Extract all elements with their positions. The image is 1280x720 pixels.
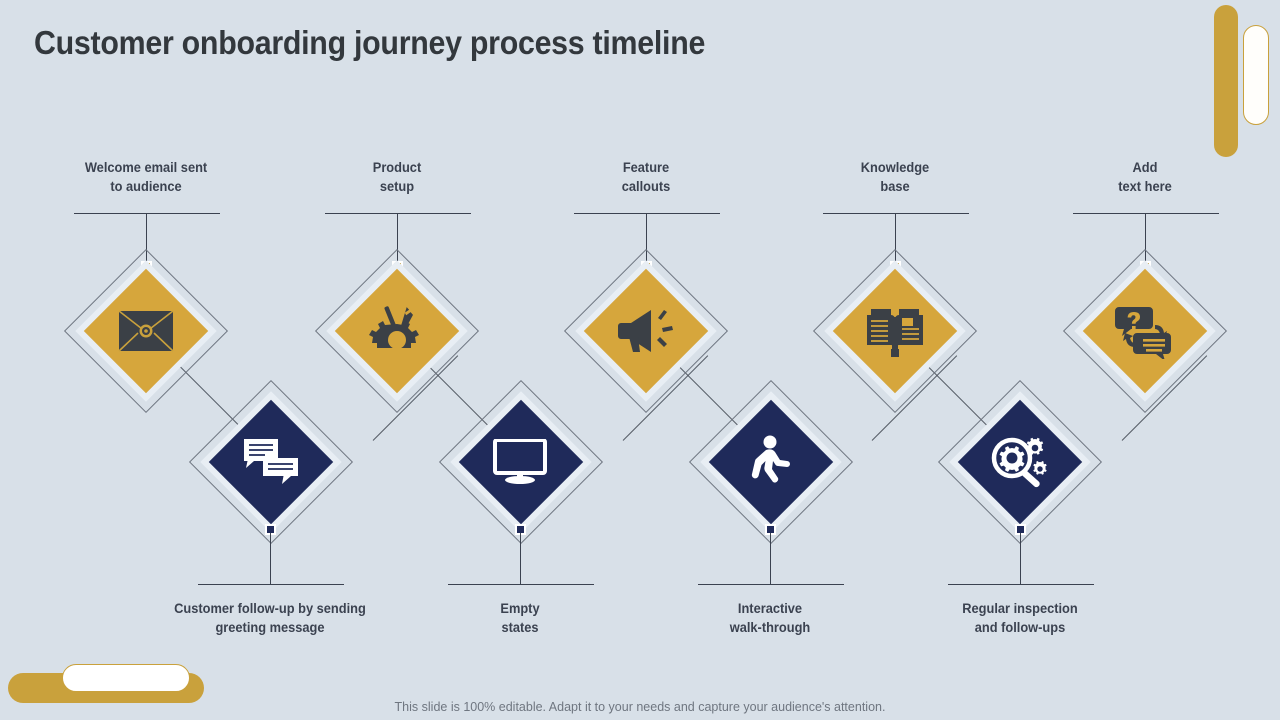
bottom-drop-line-1 bbox=[270, 533, 271, 584]
top-drop-line-2 bbox=[397, 213, 398, 265]
bottom-diamond-4[interactable] bbox=[937, 379, 1103, 545]
bottom-rule-2 bbox=[448, 584, 594, 585]
top-drop-line-1 bbox=[146, 213, 147, 265]
top-diamond-5[interactable] bbox=[1062, 248, 1228, 414]
bottom-rule-1 bbox=[198, 584, 344, 585]
label-line-1: Interactive bbox=[737, 601, 803, 616]
label-line-1: Feature bbox=[622, 160, 670, 175]
label-line-1: Regular inspection bbox=[962, 601, 1078, 616]
top-diamond-2[interactable] bbox=[314, 248, 480, 414]
bottom-step-label-2: Empty states bbox=[416, 600, 625, 637]
diamond-fill bbox=[1082, 268, 1208, 394]
top-diamond-3[interactable] bbox=[563, 248, 729, 414]
label-line-2: to audience bbox=[110, 178, 182, 194]
diamond-fill bbox=[957, 399, 1083, 525]
label-line-1: Knowledge bbox=[860, 160, 930, 175]
top-step-label-2: Product setup bbox=[293, 159, 502, 196]
decorative-pill-vertical-white bbox=[1243, 25, 1269, 125]
diamond-fill bbox=[208, 399, 334, 525]
label-line-1: Welcome email sent bbox=[84, 160, 208, 175]
diamond-fill bbox=[458, 399, 584, 525]
label-line-2: text here bbox=[1118, 178, 1172, 194]
bottom-rule-4 bbox=[948, 584, 1094, 585]
label-line-2: walk-through bbox=[729, 619, 811, 635]
decorative-pill-vertical-gold bbox=[1214, 5, 1238, 157]
top-step-label-5: Add text here bbox=[1041, 159, 1250, 196]
diamond-fill bbox=[583, 268, 709, 394]
label-line-1: Customer follow-up by sending bbox=[174, 601, 366, 616]
top-rule-4 bbox=[823, 213, 969, 214]
decorative-pill-horizontal-white bbox=[62, 664, 190, 692]
diamond-fill bbox=[83, 268, 209, 394]
top-drop-line-3 bbox=[646, 213, 647, 265]
label-line-1: Product bbox=[372, 160, 422, 175]
diamond-fill bbox=[832, 268, 958, 394]
top-step-label-1: Welcome email sent to audience bbox=[42, 159, 251, 196]
bottom-rule-3 bbox=[698, 584, 844, 585]
top-rule-1 bbox=[74, 213, 220, 214]
slide-footer-note: This slide is 100% editable. Adapt it to… bbox=[394, 700, 886, 714]
page-title: Customer onboarding journey process time… bbox=[34, 24, 706, 61]
bottom-step-label-4: Regular inspection and follow-ups bbox=[916, 600, 1125, 637]
bottom-diamond-3[interactable] bbox=[688, 379, 854, 545]
top-rule-5 bbox=[1073, 213, 1219, 214]
label-line-2: states bbox=[501, 619, 539, 635]
bottom-diamond-1[interactable] bbox=[188, 379, 354, 545]
bottom-drop-line-4 bbox=[1020, 533, 1021, 584]
top-rule-3 bbox=[574, 213, 720, 214]
top-diamond-1[interactable] bbox=[63, 248, 229, 414]
label-line-1: Empty bbox=[500, 601, 540, 616]
top-step-label-4: Knowledge base bbox=[791, 159, 1000, 196]
top-drop-line-4 bbox=[895, 213, 896, 265]
diamond-fill bbox=[334, 268, 460, 394]
bottom-drop-line-2 bbox=[520, 533, 521, 584]
bottom-step-label-3: Interactive walk-through bbox=[666, 600, 875, 637]
top-rule-2 bbox=[325, 213, 471, 214]
top-drop-line-5 bbox=[1145, 213, 1146, 265]
label-line-2: and follow-ups bbox=[974, 619, 1066, 635]
bottom-diamond-2[interactable] bbox=[438, 379, 604, 545]
bottom-step-label-1: Customer follow-up by sending greeting m… bbox=[128, 600, 413, 637]
top-diamond-4[interactable] bbox=[812, 248, 978, 414]
diamond-fill bbox=[708, 399, 834, 525]
top-step-label-3: Feature callouts bbox=[542, 159, 751, 196]
label-line-2: callouts bbox=[621, 178, 671, 194]
label-line-2: greeting message bbox=[215, 619, 325, 635]
label-line-2: base bbox=[880, 178, 910, 194]
label-line-2: setup bbox=[379, 178, 415, 194]
bottom-drop-line-3 bbox=[770, 533, 771, 584]
label-line-1: Add bbox=[1132, 160, 1158, 175]
